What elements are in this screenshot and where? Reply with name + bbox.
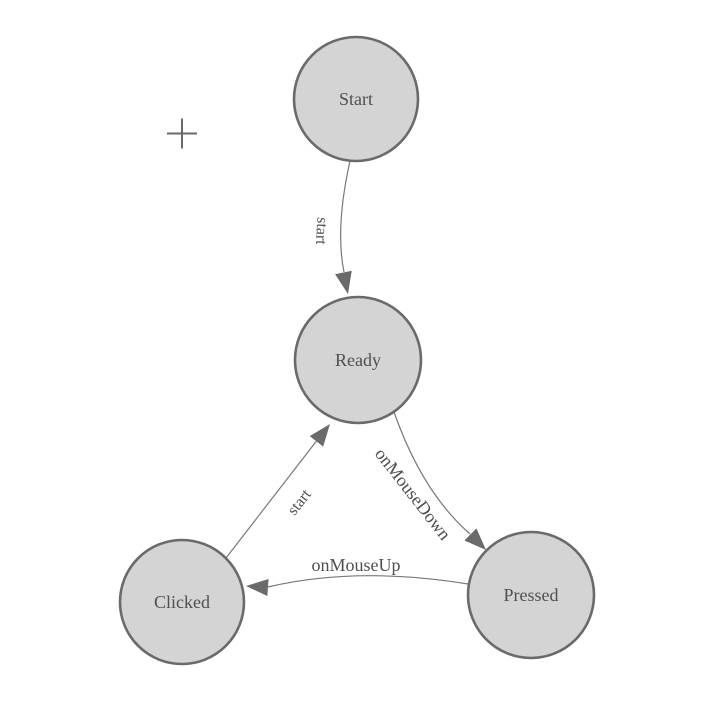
node-start-label: Start — [339, 89, 373, 109]
edge-clicked-to-ready[interactable]: start — [225, 419, 337, 559]
edge-ready-to-pressed[interactable]: onMouseDown — [371, 411, 492, 556]
edge-label-onmousedown: onMouseDown — [371, 444, 455, 544]
node-start-circle[interactable] — [292, 35, 420, 163]
edge-ready-to-pressed-arrowhead-icon — [464, 528, 486, 550]
node-pressed-circle[interactable] — [466, 530, 596, 660]
edge-pressed-to-clicked-arrowhead-icon — [246, 579, 269, 597]
node-ready-circle[interactable] — [293, 295, 423, 425]
edge-start-to-ready-arrowhead-icon — [335, 270, 352, 294]
node-start[interactable]: Start — [292, 35, 420, 163]
node-ready[interactable]: Ready — [293, 295, 423, 425]
edge-pressed-to-clicked-line[interactable] — [267, 575, 469, 588]
edge-start-to-ready[interactable]: start — [312, 160, 356, 296]
edge-label-onmouseup: onMouseUp — [312, 555, 401, 575]
node-clicked-label: Clicked — [154, 592, 210, 612]
node-pressed[interactable]: Pressed — [466, 530, 596, 660]
crosshair-cursor-icon — [167, 118, 197, 149]
edge-ready-to-pressed-line[interactable] — [393, 411, 471, 535]
edge-label-start-top: start — [312, 217, 330, 246]
edge-label-start-bottom: start — [284, 486, 315, 519]
node-pressed-label: Pressed — [504, 585, 559, 605]
edge-pressed-to-clicked[interactable]: onMouseUp — [245, 555, 469, 597]
node-ready-label: Ready — [335, 350, 381, 370]
edge-start-to-ready-line[interactable] — [340, 160, 351, 273]
edge-clicked-to-ready-line[interactable] — [225, 440, 317, 559]
edge-clicked-to-ready-arrowhead-icon — [309, 424, 330, 447]
node-clicked-circle[interactable] — [118, 538, 246, 666]
node-clicked[interactable]: Clicked — [118, 538, 246, 666]
